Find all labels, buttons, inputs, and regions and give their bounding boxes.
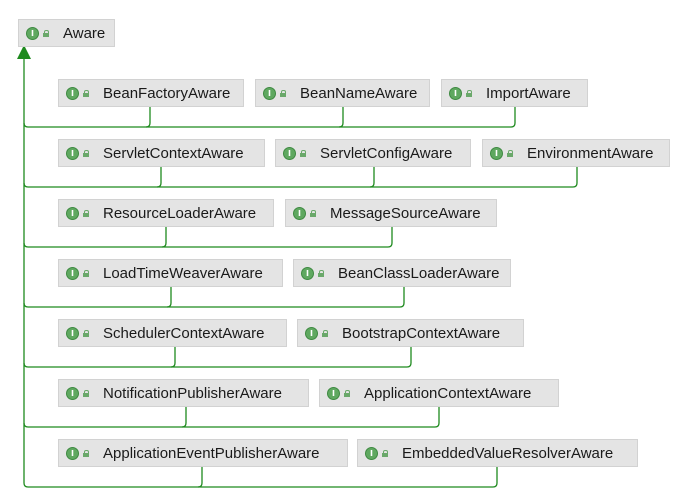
public-lock-icon <box>83 89 89 97</box>
interface-icon: I <box>283 146 296 160</box>
public-lock-icon <box>83 449 89 457</box>
public-lock-icon <box>83 389 89 397</box>
child-drop-line <box>406 347 412 368</box>
child-drop-line <box>369 167 375 188</box>
node-application-context-aware[interactable]: I ApplicationContextAware <box>319 379 559 407</box>
child-drop-line <box>145 107 151 128</box>
node-label: EmbeddedValueResolverAware <box>402 444 614 462</box>
node-label: ServletConfigAware <box>320 144 453 162</box>
interface-icon: I <box>26 26 39 40</box>
public-lock-icon <box>382 449 388 457</box>
node-notification-publisher-aware[interactable]: I NotificationPublisherAware <box>58 379 309 407</box>
interface-icon: I <box>365 446 378 460</box>
public-lock-icon <box>83 329 89 337</box>
public-lock-icon <box>43 29 49 37</box>
child-drop-line <box>338 107 344 128</box>
node-label: BootstrapContextAware <box>342 324 501 342</box>
node-label: BeanFactoryAware <box>103 84 231 102</box>
interface-icon: I <box>305 326 318 340</box>
row-bus-line <box>23 242 388 248</box>
child-drop-line <box>572 167 578 188</box>
node-aware[interactable]: I Aware <box>18 19 115 47</box>
node-label: NotificationPublisherAware <box>103 384 282 402</box>
child-drop-line <box>161 227 167 248</box>
interface-icon: I <box>490 146 503 160</box>
interface-icon: I <box>66 266 79 280</box>
interface-icon: I <box>66 446 79 460</box>
node-resource-loader-aware[interactable]: I ResourceLoaderAware <box>58 199 274 227</box>
interface-icon: I <box>66 146 79 160</box>
public-lock-icon <box>280 89 286 97</box>
node-label: ImportAware <box>486 84 571 102</box>
node-load-time-weaver-aware[interactable]: I LoadTimeWeaverAware <box>58 259 283 287</box>
node-label: ResourceLoaderAware <box>103 204 257 222</box>
node-servlet-context-aware[interactable]: I ServletContextAware <box>58 139 265 167</box>
interface-icon: I <box>66 206 79 220</box>
node-label: BeanClassLoaderAware <box>338 264 500 282</box>
row-bus-line <box>23 362 407 368</box>
node-label: ApplicationEventPublisherAware <box>103 444 320 462</box>
child-drop-line <box>181 407 187 428</box>
row-bus-line <box>23 122 511 128</box>
interface-icon: I <box>301 266 314 280</box>
public-lock-icon <box>344 389 350 397</box>
public-lock-icon <box>83 269 89 277</box>
node-scheduler-context-aware[interactable]: I SchedulerContextAware <box>58 319 287 347</box>
child-drop-line <box>434 407 440 428</box>
public-lock-icon <box>310 209 316 217</box>
node-embedded-value-resolver-aware[interactable]: I EmbeddedValueResolverAware <box>357 439 638 467</box>
node-label: MessageSourceAware <box>330 204 481 222</box>
child-drop-line <box>170 347 176 368</box>
public-lock-icon <box>300 149 306 157</box>
node-bean-factory-aware[interactable]: I BeanFactoryAware <box>58 79 244 107</box>
node-label: BeanNameAware <box>300 84 418 102</box>
node-bean-name-aware[interactable]: I BeanNameAware <box>255 79 430 107</box>
interface-icon: I <box>263 86 276 100</box>
child-drop-line <box>492 467 498 488</box>
child-drop-line <box>510 107 516 128</box>
node-label: ApplicationContextAware <box>364 384 532 402</box>
row-bus-line <box>23 482 493 488</box>
interface-icon: I <box>66 326 79 340</box>
node-bootstrap-context-aware[interactable]: I BootstrapContextAware <box>297 319 524 347</box>
public-lock-icon <box>322 329 328 337</box>
node-label: Aware <box>63 24 106 42</box>
public-lock-icon <box>466 89 472 97</box>
node-message-source-aware[interactable]: I MessageSourceAware <box>285 199 497 227</box>
node-label: EnvironmentAware <box>527 144 654 162</box>
public-lock-icon <box>318 269 324 277</box>
child-drop-line <box>166 287 172 308</box>
public-lock-icon <box>83 209 89 217</box>
interface-icon: I <box>449 86 462 100</box>
node-servlet-config-aware[interactable]: I ServletConfigAware <box>275 139 471 167</box>
child-drop-line <box>197 467 203 488</box>
child-drop-line <box>387 227 393 248</box>
node-import-aware[interactable]: I ImportAware <box>441 79 588 107</box>
node-application-event-publisher-aware[interactable]: I ApplicationEventPublisherAware <box>58 439 348 467</box>
node-label: SchedulerContextAware <box>103 324 265 342</box>
row-bus-line <box>23 422 435 428</box>
interface-icon: I <box>327 386 340 400</box>
row-bus-line <box>23 182 573 188</box>
child-drop-line <box>156 167 162 188</box>
interface-icon: I <box>66 386 79 400</box>
inheritance-arrowhead <box>17 45 31 59</box>
node-label: LoadTimeWeaverAware <box>103 264 263 282</box>
public-lock-icon <box>507 149 513 157</box>
child-drop-line <box>399 287 405 308</box>
node-label: ServletContextAware <box>103 144 244 162</box>
interface-icon: I <box>293 206 306 220</box>
interface-icon: I <box>66 86 79 100</box>
node-environment-aware[interactable]: I EnvironmentAware <box>482 139 670 167</box>
node-bean-class-loader-aware[interactable]: I BeanClassLoaderAware <box>293 259 511 287</box>
public-lock-icon <box>83 149 89 157</box>
row-bus-line <box>23 302 400 308</box>
